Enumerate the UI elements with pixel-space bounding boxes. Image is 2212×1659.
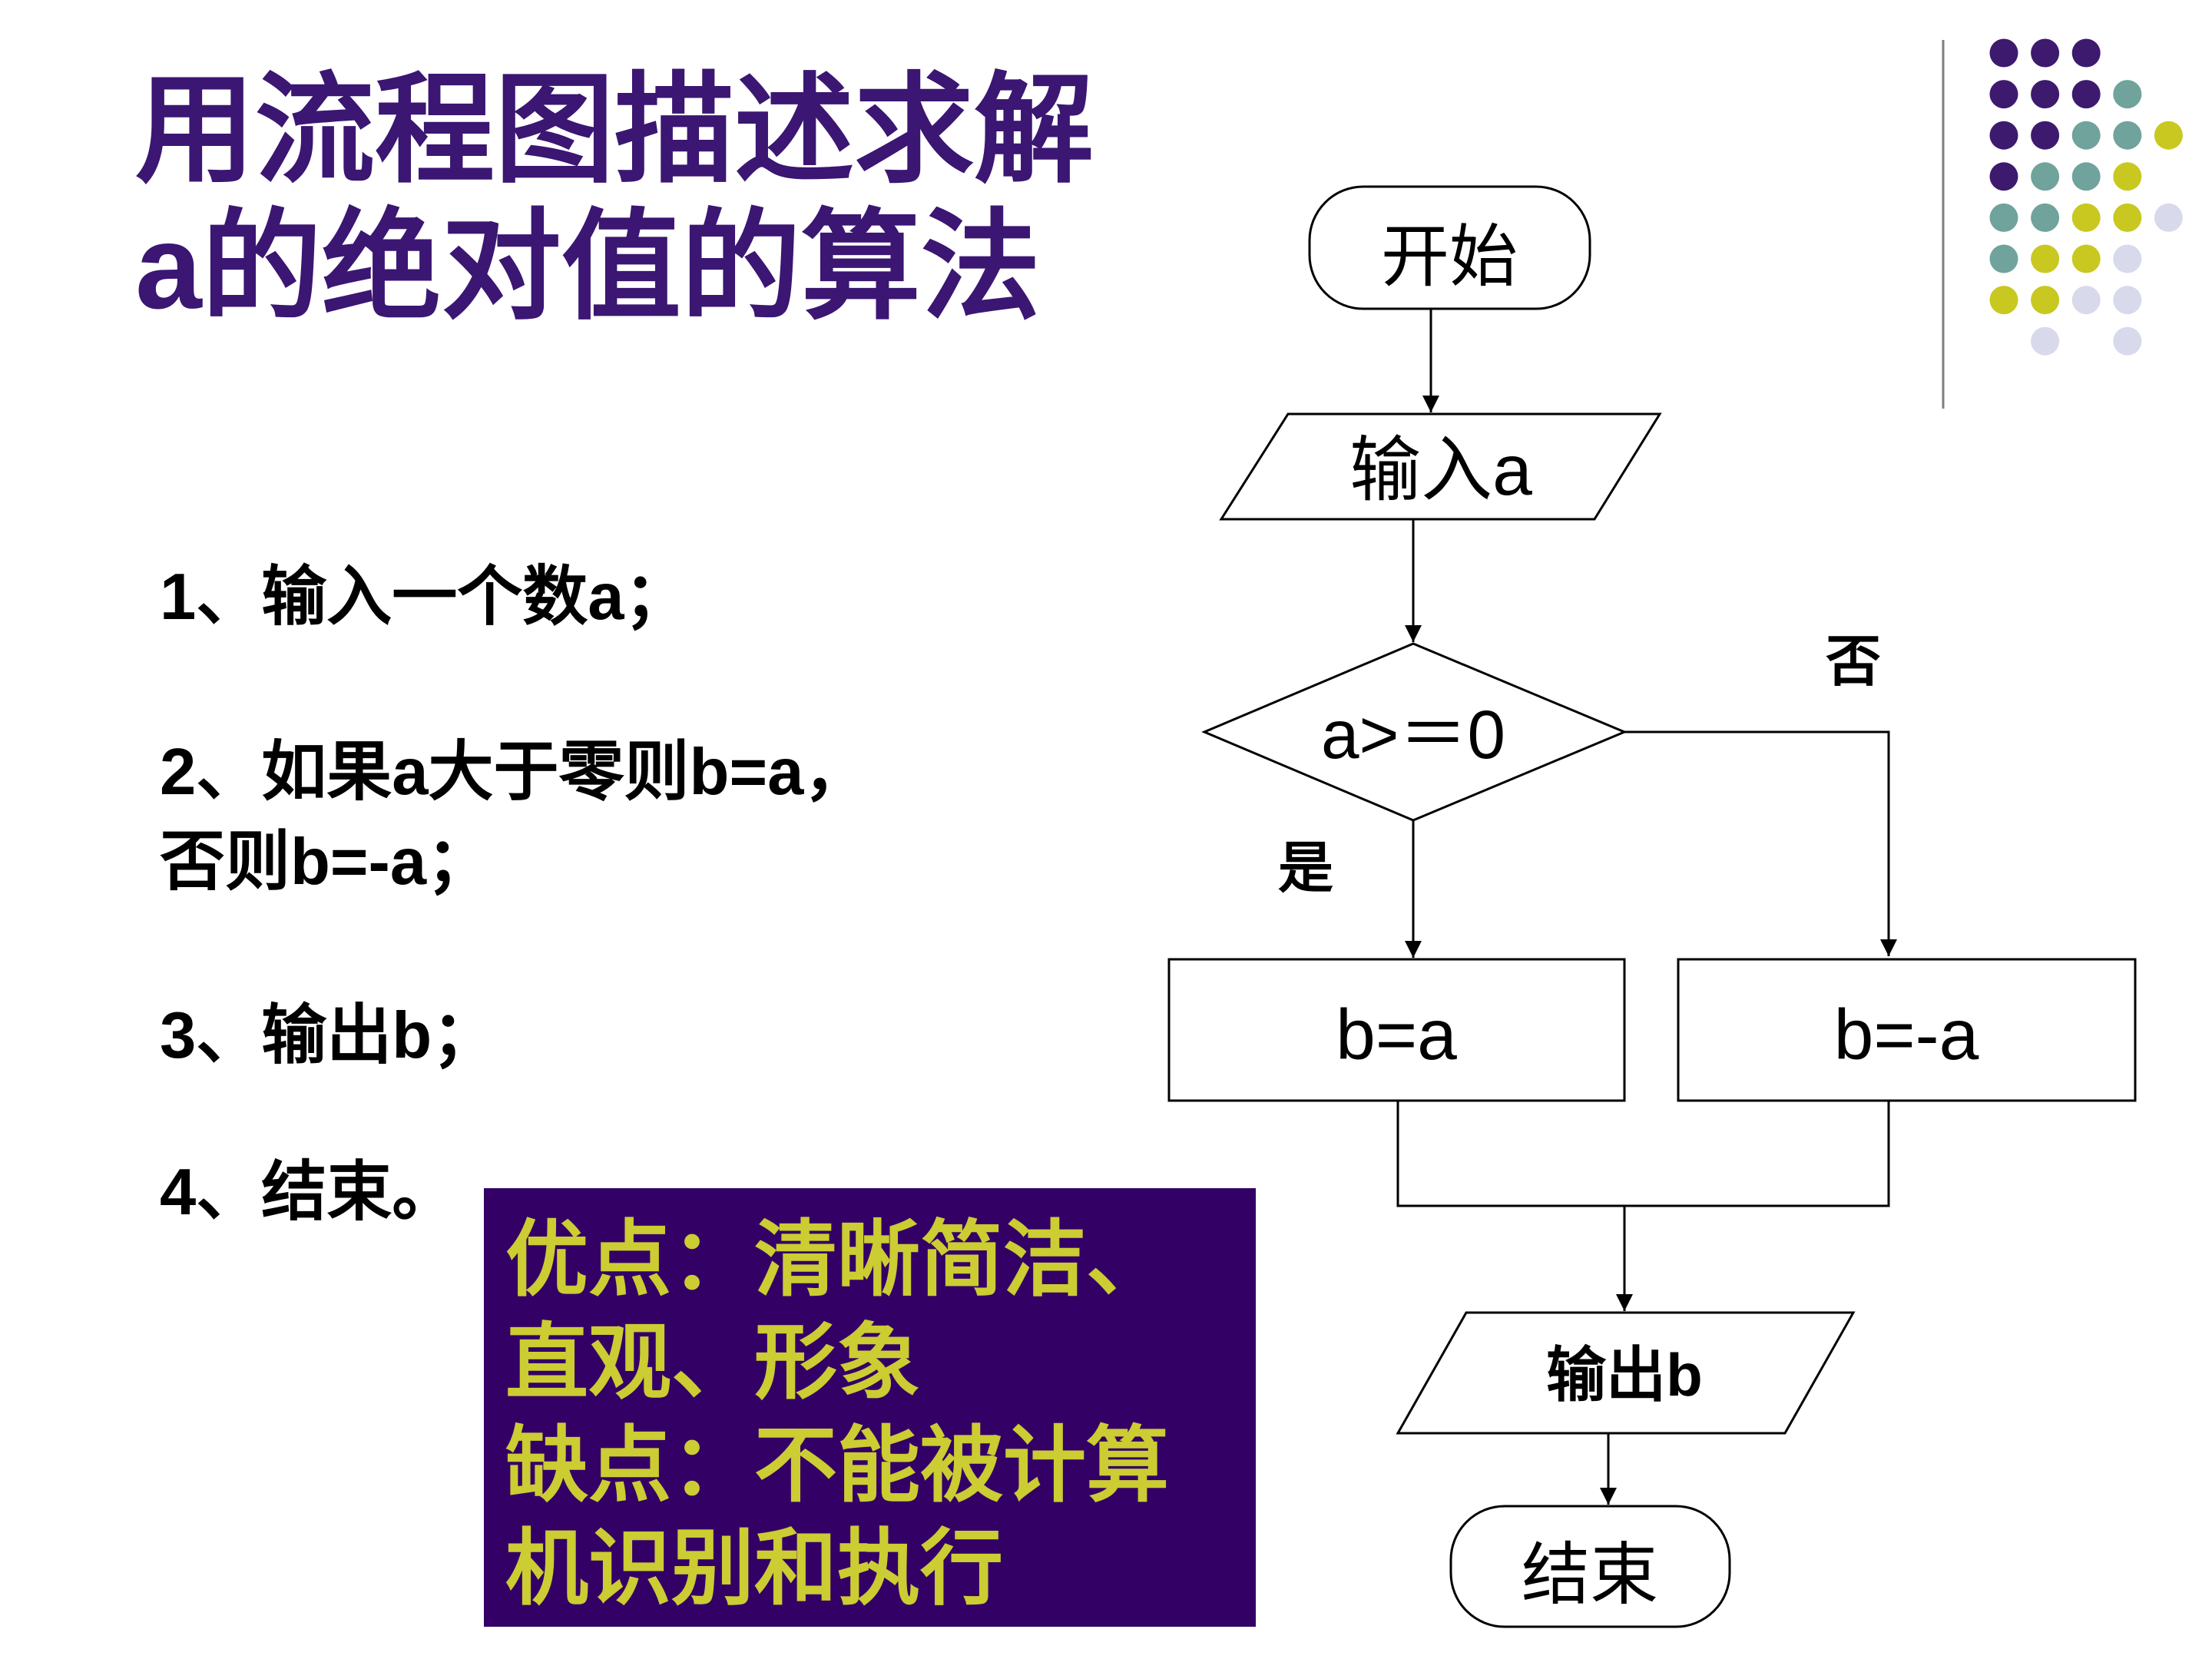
slide-title-line: 用流程图描述求解 xyxy=(135,64,1094,197)
process-label-no: b=-a xyxy=(1834,995,1979,1075)
end-label: 结束 xyxy=(1522,1536,1658,1613)
decor-dot xyxy=(2154,121,2183,150)
decor-dot xyxy=(2031,38,2060,68)
decor-dot xyxy=(2031,244,2060,273)
start-terminal xyxy=(1308,185,1591,310)
decor-dot xyxy=(2071,80,2101,109)
step-2: 2、如果a大于零则b=a， xyxy=(160,736,869,809)
step-2-continued: 否则b=-a； xyxy=(160,826,492,899)
decor-dot xyxy=(2071,203,2101,232)
input-parallelogram xyxy=(1219,412,1662,521)
process-box-no xyxy=(1677,958,2137,1102)
decor-dot xyxy=(2113,121,2142,150)
slide-title: 用流程图描述求解 a的绝对值的算法 xyxy=(135,62,1094,336)
start-label: 开始 xyxy=(1381,218,1518,295)
pros-cons-line: 直观、形象 xyxy=(505,1316,921,1409)
decor-dot xyxy=(2071,286,2101,315)
no-branch-connector xyxy=(1624,730,1897,956)
merge-connector xyxy=(1396,1101,1890,1207)
decor-dot xyxy=(2031,121,2060,150)
decorative-dots xyxy=(1989,38,2183,356)
slide-title-line: a的绝对值的算法 xyxy=(135,200,1041,334)
decision-label: a>＝0 xyxy=(1321,696,1505,773)
decor-dot xyxy=(2031,80,2060,109)
decor-dot xyxy=(1989,244,2018,273)
decor-dot xyxy=(2154,203,2183,232)
pros-cons-box: 优点：清晰简洁、 直观、形象 缺点：不能被计算 机识别和执行 xyxy=(484,1188,1256,1627)
step-1: 1、输入一个数a； xyxy=(160,561,690,634)
decor-dot xyxy=(2031,286,2060,315)
decor-dot xyxy=(2113,80,2142,109)
decor-dot xyxy=(2031,203,2060,232)
step-4: 4、结束。 xyxy=(160,1156,458,1229)
decor-dot xyxy=(1989,286,2018,315)
output-label: 输出b xyxy=(1546,1341,1703,1409)
process-label-yes: b=a xyxy=(1336,995,1457,1075)
decor-dot xyxy=(2071,244,2101,273)
decor-dot xyxy=(2031,326,2060,356)
flowchart: 开始 输入a a>＝0 否 是 b=a b=-a 输出b 结束 xyxy=(1167,185,2137,1628)
decor-dot xyxy=(1989,121,2018,150)
decor-dot xyxy=(1989,162,2018,191)
decor-dot xyxy=(1989,80,2018,109)
output-parallelogram xyxy=(1396,1311,1856,1435)
decor-dot xyxy=(2071,162,2101,191)
pros-cons-line: 缺点：不能被计算 xyxy=(505,1419,1170,1512)
decor-dot xyxy=(2113,162,2142,191)
decor-dot xyxy=(2113,244,2142,273)
decor-dot xyxy=(2113,203,2142,232)
process-box-yes xyxy=(1167,958,1626,1102)
pros-cons-line: 优点：清晰简洁、 xyxy=(505,1213,1170,1306)
decor-dot xyxy=(2071,121,2101,150)
no-label: 否 xyxy=(1826,631,1881,693)
input-label: 输入a xyxy=(1349,430,1532,510)
decor-dot xyxy=(1989,203,2018,232)
decor-dot xyxy=(2031,162,2060,191)
yes-label: 是 xyxy=(1278,838,1333,899)
decor-dot xyxy=(2113,326,2142,356)
end-terminal xyxy=(1449,1505,1731,1628)
step-3: 3、输出b； xyxy=(160,999,498,1072)
pros-cons-line: 机识别和执行 xyxy=(505,1522,1004,1614)
decor-dot xyxy=(2113,286,2142,315)
decor-dot xyxy=(1989,38,2018,68)
decor-dot xyxy=(2071,38,2101,68)
